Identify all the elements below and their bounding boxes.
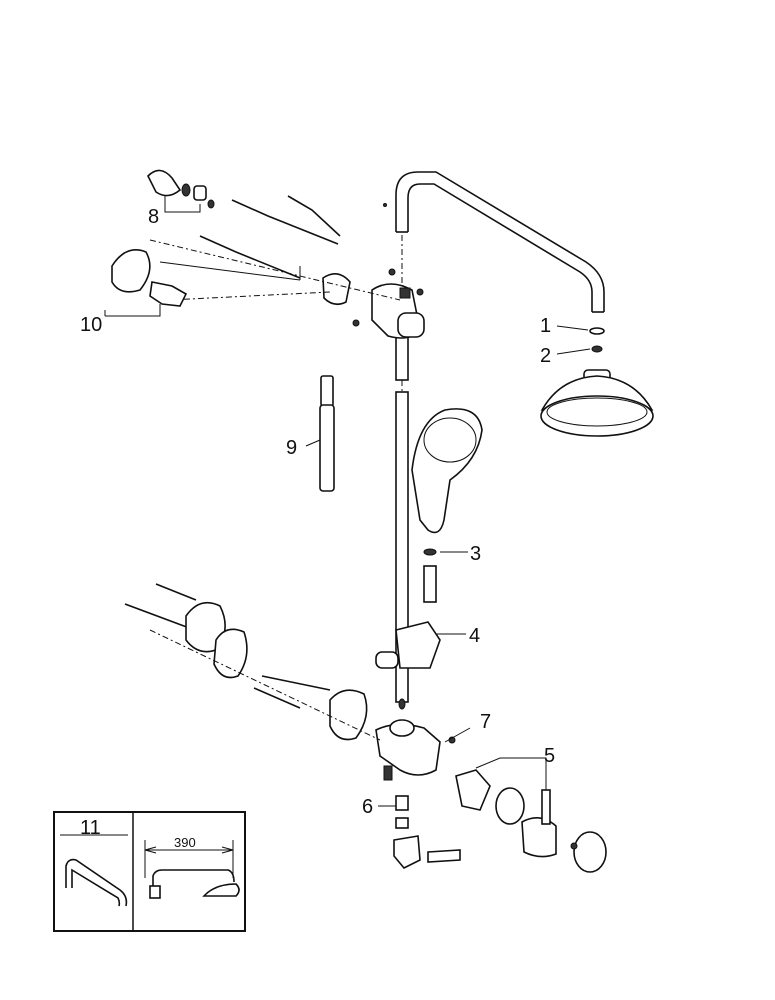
leader-lines [436, 325, 591, 635]
callout-6: 6 [362, 796, 373, 818]
head-shower [540, 327, 654, 437]
callout-7: 7 [480, 711, 491, 733]
lower-wall-assembly [124, 583, 441, 776]
callout-10: 10 [80, 314, 102, 336]
callout-1: 1 [540, 315, 551, 337]
dimension-label: 390 [174, 835, 196, 850]
shower-arm [383, 171, 605, 313]
callout-2: 2 [540, 345, 551, 367]
upper-screws [159, 195, 341, 281]
slider [375, 621, 441, 669]
valve-parts [378, 727, 607, 873]
extension-pipe [305, 375, 335, 492]
hand-shower [411, 408, 483, 603]
shower-column-icon [152, 869, 235, 896]
upper-bracket [149, 239, 425, 339]
riser-rail [395, 235, 409, 703]
callout-9: 9 [286, 437, 297, 459]
callout-3: 3 [470, 543, 481, 565]
callout-4: 4 [469, 625, 480, 647]
inset-part-label: 11 [80, 817, 101, 839]
callout-8: 8 [148, 206, 159, 228]
callout-5: 5 [544, 745, 555, 767]
shower-arm-icon [65, 858, 128, 907]
inset-box: 11 390 [53, 811, 246, 932]
wall-connectors [104, 169, 215, 317]
